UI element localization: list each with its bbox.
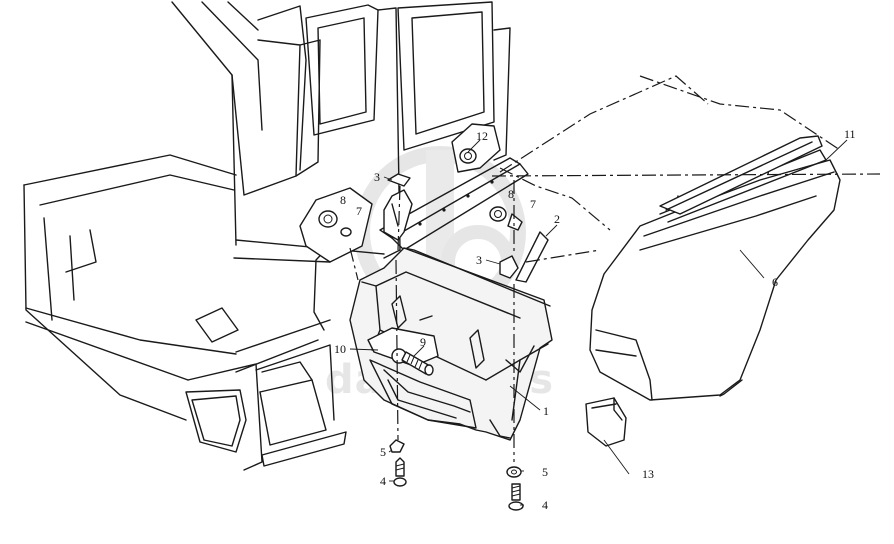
- callout-7-left: 7: [356, 204, 362, 218]
- leader-lines: [349, 139, 848, 506]
- callout-2: 2: [554, 212, 560, 226]
- body-grommet-12: [451, 123, 501, 173]
- mounting-plate: [367, 327, 439, 367]
- callout-7-right: 7: [530, 197, 536, 211]
- screw-4-left: [393, 457, 407, 487]
- callout-3-lower: 3: [476, 253, 482, 267]
- callout-1: 1: [543, 404, 549, 418]
- screw-4-right: [508, 483, 524, 511]
- callout-6: 6: [772, 275, 778, 289]
- callout-13: 13: [642, 467, 654, 481]
- moulding-strip: [659, 135, 823, 215]
- callout-5-right: 5: [542, 465, 548, 479]
- callout-4-left: 4: [380, 474, 386, 488]
- callout-5-left: 5: [380, 445, 386, 459]
- bolt-9: [391, 348, 434, 376]
- mud-flap: [585, 397, 627, 447]
- callout-12: 12: [476, 129, 488, 143]
- callout-10: 10: [334, 342, 346, 356]
- callout-11: 11: [844, 127, 856, 141]
- washer-5-left: [389, 439, 405, 453]
- callout-8-right: 8: [508, 187, 514, 201]
- body-grommet-left: [299, 187, 373, 263]
- callout-9: 9: [420, 335, 426, 349]
- mud-guard: [349, 247, 553, 441]
- alignment-lines: [349, 75, 881, 462]
- callout-8-left: 8: [340, 193, 346, 207]
- hanger-bracket-upper: [383, 173, 413, 241]
- callout-labels: 1 2 3 3 4 4 5 5 6 7 7 8 8 9 10 11 12 13: [334, 127, 856, 512]
- fender-flare: [589, 149, 841, 401]
- callout-3-upper: 3: [374, 170, 380, 184]
- washer-5-right: [506, 466, 522, 478]
- callout-4-right: 4: [542, 498, 548, 512]
- stay-bracket: [489, 206, 549, 283]
